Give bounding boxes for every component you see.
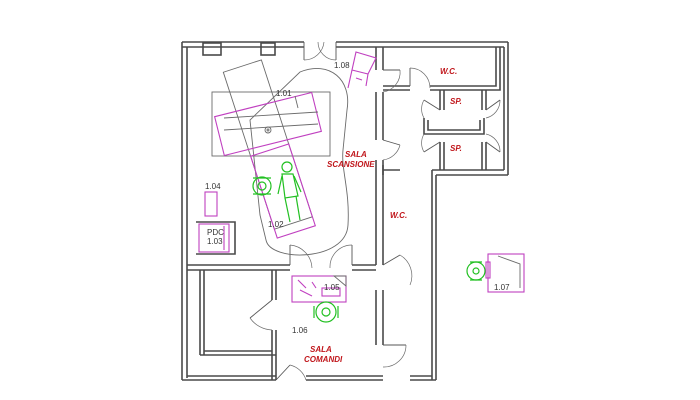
label-sp-bottom: SP. [450,144,462,153]
label-wc-top: W.C. [440,67,457,76]
doors [249,41,501,381]
label-wc-mid: W.C. [390,211,407,220]
code-1-04: 1.04 [205,182,221,191]
interior-walls [187,42,501,380]
pdc-label: PDC [207,228,224,237]
console-operator [313,301,339,323]
label-sala-comandi-2: COMANDI [304,355,343,364]
item-codes: 1.01 1.02 PDC 1.03 1.04 1.05 1.06 1.07 1… [205,61,510,335]
seated-figure [252,176,272,196]
label-sala-scansione-2: SCANSIONE [327,160,375,169]
control-console [291,275,347,303]
code-1-08: 1.08 [334,61,350,70]
code-1-06: 1.06 [292,326,308,335]
patient-figure [277,161,302,223]
code-1-01: 1.01 [276,89,292,98]
outer-walls [181,41,509,381]
code-1-03: 1.03 [207,237,223,246]
code-1-02: 1.02 [268,220,284,229]
code-1-07: 1.07 [494,283,510,292]
room-labels: W.C. SP. SP. SALA SCANSIONE W.C. SALA CO… [304,67,462,364]
label-sala-comandi-1: SALA [310,345,332,354]
label-sp-top: SP. [450,97,462,106]
chair-1-07 [485,253,525,293]
pdc-cabinet [198,191,230,253]
label-sala-scansione-1: SALA [345,150,367,159]
person-1-07 [466,261,486,281]
chair-1-08 [347,51,377,89]
code-1-05: 1.05 [324,283,340,292]
scanner-equipment [211,59,349,256]
